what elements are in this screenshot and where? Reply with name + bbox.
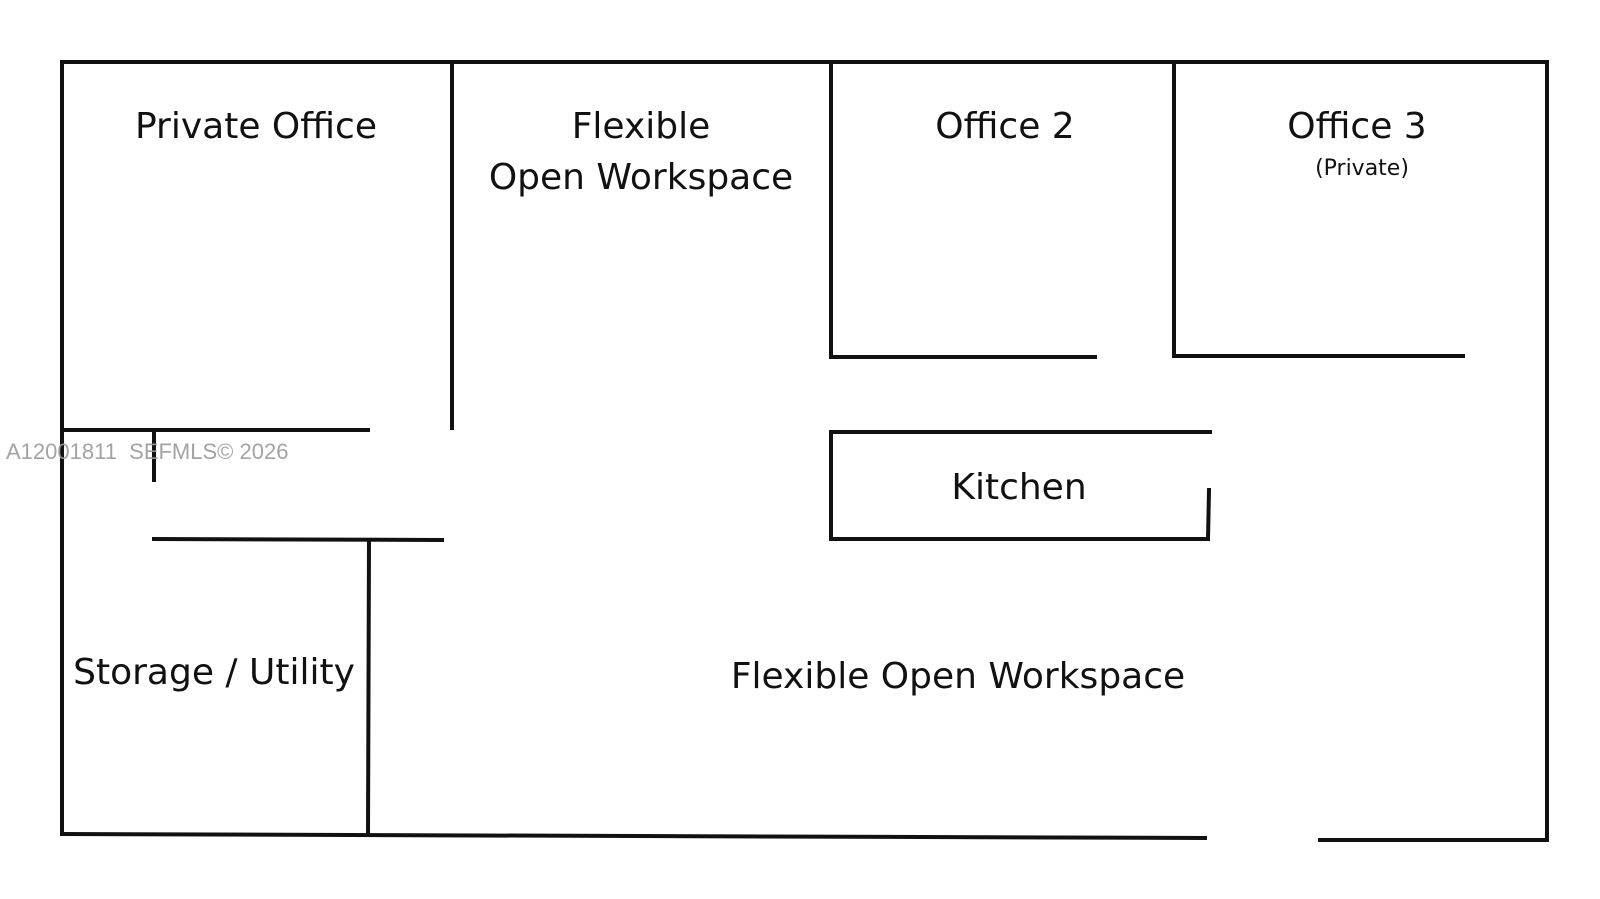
label-flexible-workspace-top-line1: Flexible bbox=[572, 106, 711, 147]
room-labels: Private Office Flexible Open Workspace O… bbox=[73, 106, 1427, 697]
outer-wall-bottom-left bbox=[59, 831, 1208, 841]
kitchen-wall-right bbox=[1205, 487, 1212, 542]
label-office-2: Office 2 bbox=[935, 106, 1074, 147]
label-kitchen: Kitchen bbox=[951, 467, 1086, 508]
label-flexible-workspace-top-line2: Open Workspace bbox=[489, 157, 793, 198]
label-private-office: Private Office bbox=[135, 106, 377, 147]
mls-watermark: A12001811 SEFMLS© 2026 bbox=[6, 439, 288, 464]
label-office-3: Office 3 bbox=[1287, 106, 1426, 147]
walls bbox=[59, 60, 1549, 842]
storage-wall-right bbox=[365, 537, 372, 837]
label-flexible-open-workspace: Flexible Open Workspace bbox=[731, 656, 1185, 697]
label-office-3-note: (Private) bbox=[1315, 156, 1409, 181]
storage-wall-top bbox=[151, 536, 445, 543]
label-storage-utility: Storage / Utility bbox=[73, 652, 355, 693]
